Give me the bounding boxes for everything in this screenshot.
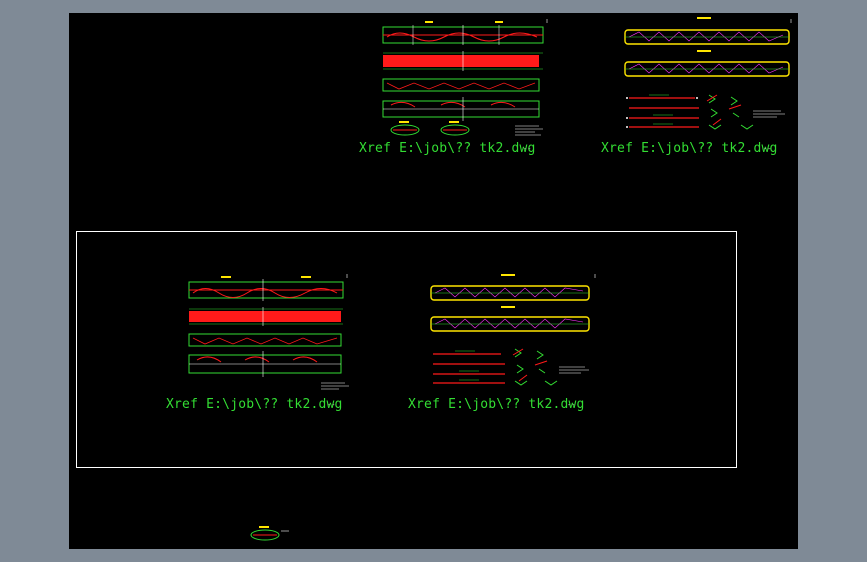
stray-detail-block[interactable]	[250, 526, 289, 541]
cad-model-space[interactable]: Xref E:\job\?? tk2.dwg --	[69, 13, 798, 549]
xref-mark-bottom-right: --	[567, 401, 575, 409]
xref-mark-top-right: --	[763, 145, 771, 153]
xref-label-bottom-right: Xref E:\job\?? tk2.dwg	[408, 397, 585, 412]
window-margin-right	[798, 0, 867, 562]
xref-mark-top-left: --	[523, 145, 531, 153]
sheet-bottom-right[interactable]: Xref E:\job\?? tk2.dwg --	[408, 274, 596, 412]
xref-label-bottom-left: Xref E:\job\?? tk2.dwg	[166, 397, 343, 412]
xref-label-top-right: Xref E:\job\?? tk2.dwg	[601, 141, 778, 156]
window-margin-bottom	[0, 549, 867, 562]
sheet-bottom-left[interactable]: Xref E:\job\?? tk2.dwg --	[166, 274, 349, 412]
sheet-top-right[interactable]: Xref E:\job\?? tk2.dwg --	[601, 17, 792, 156]
window-margin-top	[0, 0, 867, 13]
selection-frame[interactable]	[76, 231, 737, 468]
xref-label-top-left: Xref E:\job\?? tk2.dwg	[359, 141, 536, 156]
window-margin-left	[0, 0, 69, 562]
xref-mark-bottom-left: --	[327, 401, 335, 409]
drawing-viewport[interactable]: Xref E:\job\?? tk2.dwg --	[69, 13, 798, 549]
sheet-top-left[interactable]: Xref E:\job\?? tk2.dwg --	[359, 19, 548, 156]
